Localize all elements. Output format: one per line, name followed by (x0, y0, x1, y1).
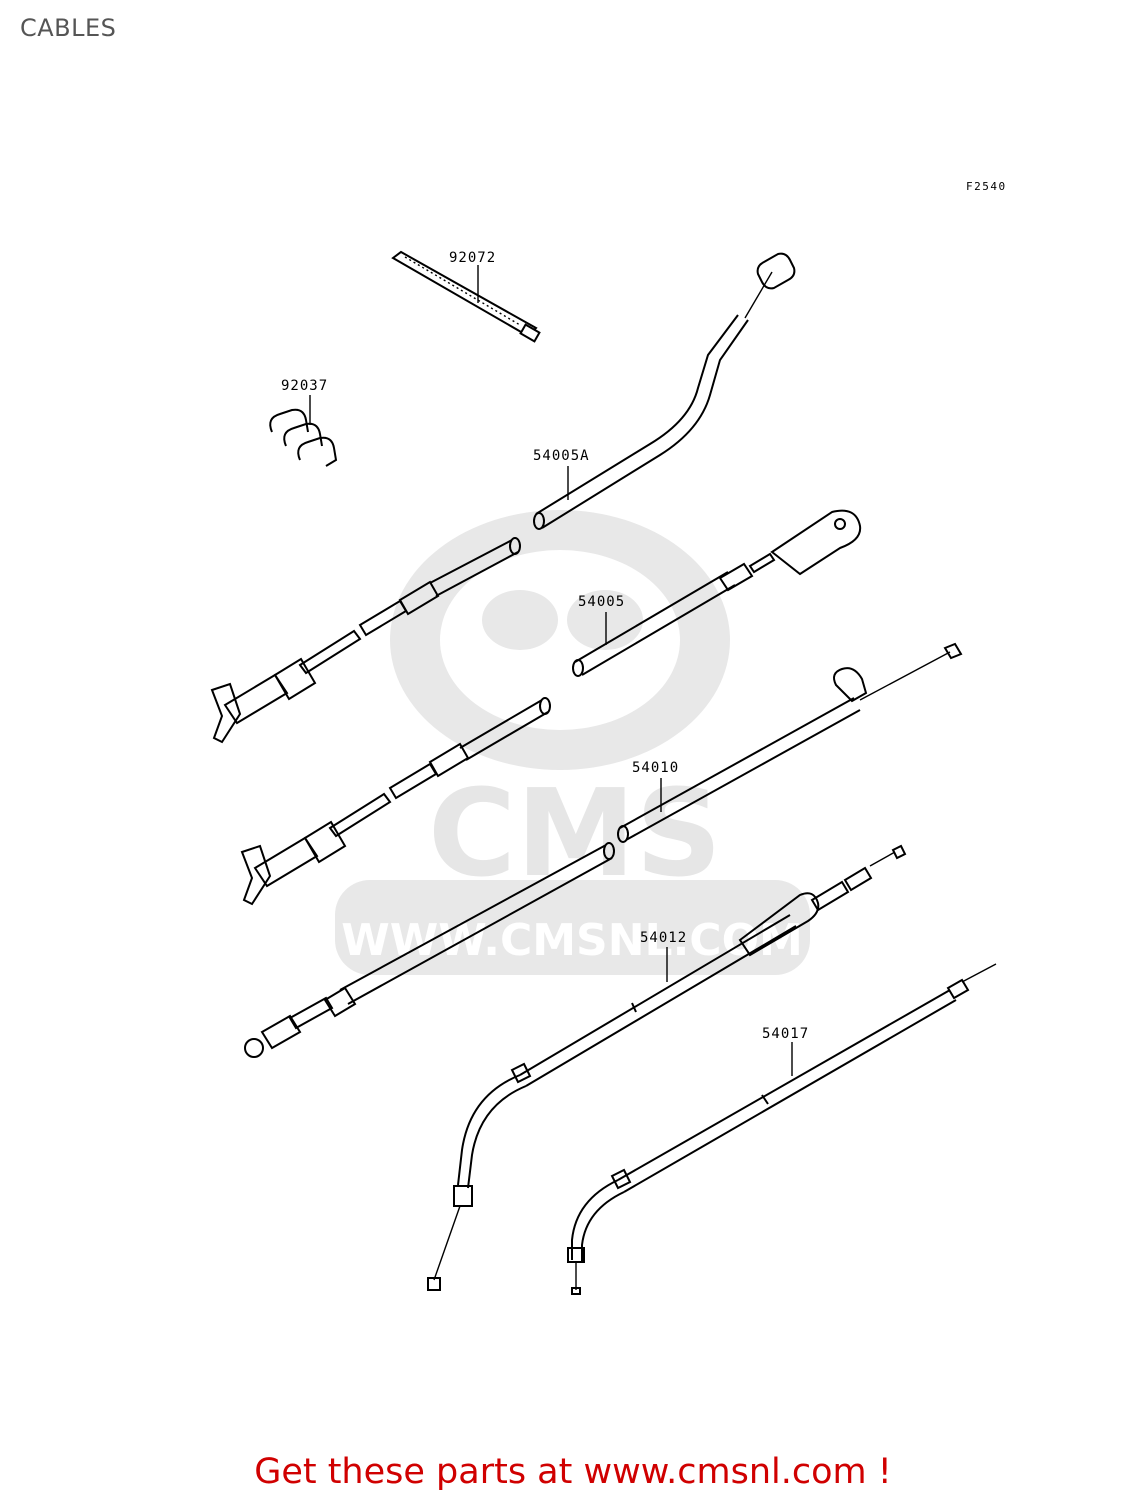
figure-code: F2540 (966, 180, 1007, 193)
part-label-92072: 92072 (449, 250, 496, 266)
parts-shop-link[interactable]: Get these parts at www.cmsnl.com ! (254, 1452, 892, 1492)
cable-tie-92072 (391, 250, 541, 343)
cable-54005 (210, 509, 862, 744)
watermark-url: WWW.CMSNL.COM (341, 915, 803, 966)
cable-lower-left (244, 842, 615, 1058)
cable-54012 (427, 844, 907, 1291)
part-label-92037: 92037 (281, 378, 328, 394)
cable-54010 (240, 642, 963, 906)
part-label-54010: 54010 (632, 760, 679, 776)
parts-diagram: CMS WWW.CMSNL.COM F2540 92072 92037 5400… (210, 180, 1007, 1295)
part-label-54005: 54005 (578, 594, 625, 610)
cable-54017 (567, 963, 997, 1295)
part-label-54012: 54012 (640, 930, 687, 946)
page-title: CABLES (20, 14, 117, 42)
cable-54005A (533, 252, 796, 530)
watermark-brand: CMS (428, 765, 722, 904)
part-label-54005A: 54005A (533, 448, 590, 464)
watermark: CMS WWW.CMSNL.COM (335, 510, 810, 975)
part-label-54017: 54017 (762, 1026, 809, 1042)
clamp-92037 (269, 395, 338, 467)
